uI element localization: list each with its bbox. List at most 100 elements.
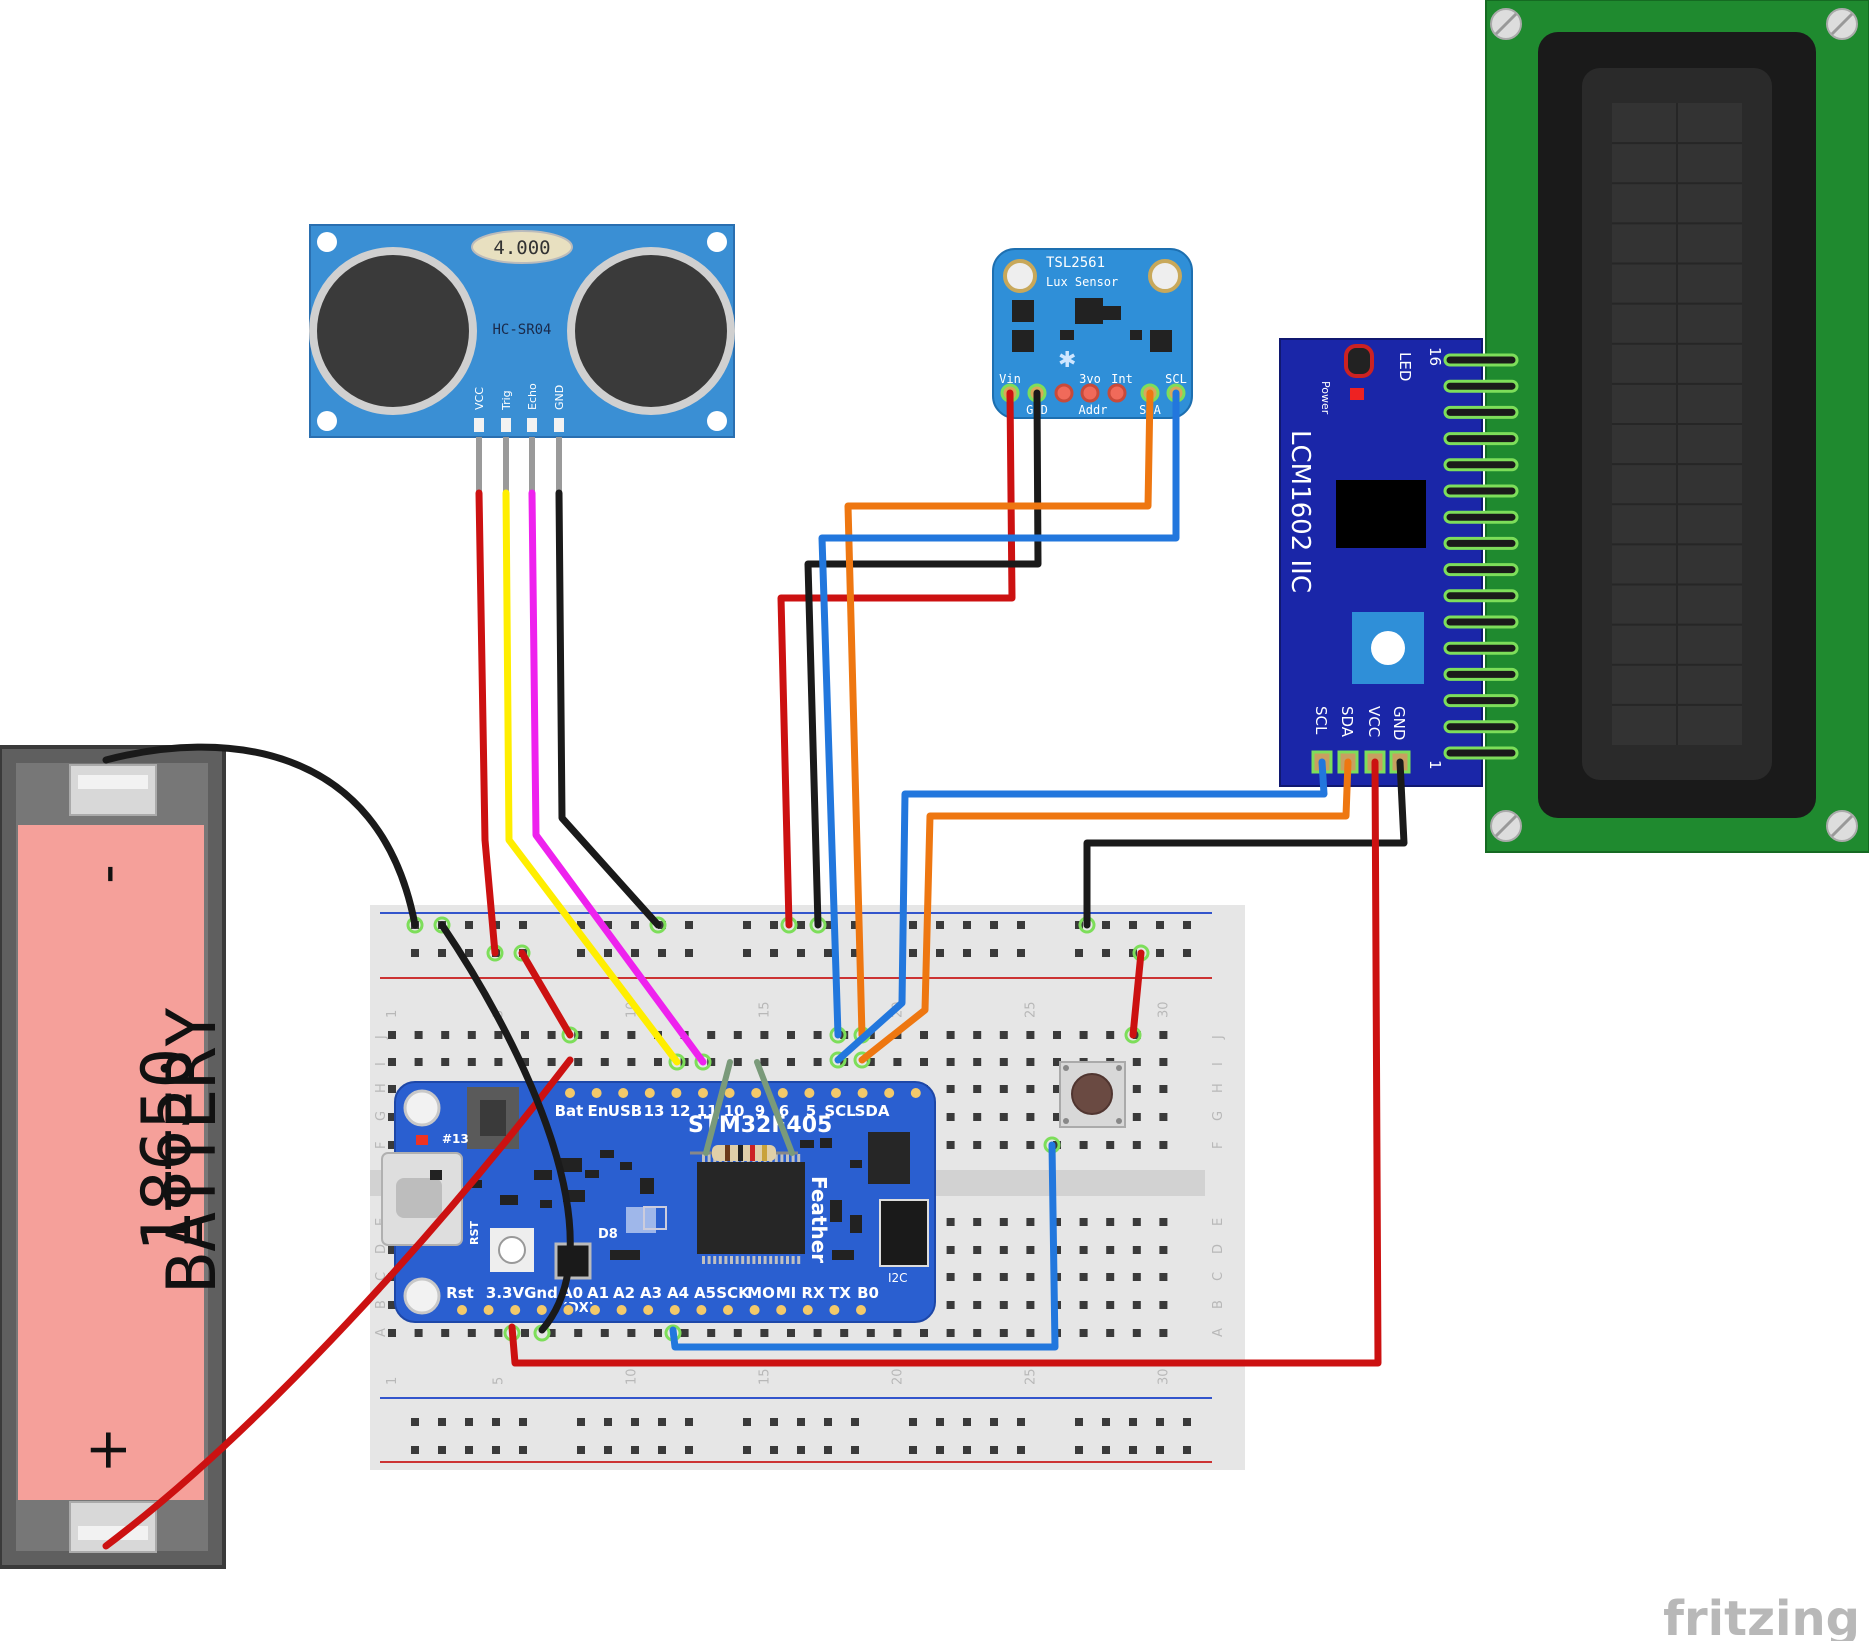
breadboard-hole (946, 1141, 955, 1149)
hcsr04-pin (503, 437, 509, 493)
breadboard-hole (813, 1329, 822, 1337)
breadboard-hole (1159, 1058, 1168, 1066)
breadboard-hole (388, 1329, 396, 1337)
wire-lcd-scl (834, 758, 1328, 1064)
breadboard-hole (1053, 1031, 1061, 1039)
chip-pin (758, 1256, 761, 1264)
hcsr04-pin-label: GND (553, 385, 566, 410)
rail-hole (1183, 1418, 1191, 1426)
row-letter: A (1211, 1328, 1226, 1337)
chip-pin (724, 1256, 728, 1264)
lcd-header-pin (1443, 405, 1519, 419)
breadboard-hole (973, 1246, 982, 1254)
breadboard-hole (1079, 1141, 1088, 1149)
smd-component (800, 1140, 814, 1148)
rail-hole (604, 949, 612, 957)
chip-pin (746, 1256, 750, 1264)
hcsr04-pin-pad (501, 418, 511, 432)
battery-label-2: BATTERY (153, 1007, 232, 1294)
row-letter: I (1211, 1062, 1226, 1066)
breadboard-hole (467, 1058, 476, 1066)
fritzing-watermark: fritzing (1663, 1591, 1860, 1641)
breadboard-hole (920, 1329, 928, 1337)
hcsr04-pin-label: Echo (526, 383, 539, 410)
wire-grey-1 (703, 1059, 733, 1156)
breadboard-hole (1132, 1273, 1141, 1281)
header-pad (561, 1303, 576, 1317)
chip-pin (786, 1256, 789, 1264)
breadboard-hole (1132, 1218, 1141, 1226)
breadboard-hole (521, 1058, 529, 1066)
rail-hole (604, 1418, 612, 1426)
breadboard-hole (946, 1301, 955, 1309)
rail-hole (1017, 921, 1025, 929)
backpack-pin-label: SCL (1312, 706, 1330, 735)
row-letter: J (374, 1035, 389, 1040)
breadboard-hole (1159, 1301, 1168, 1309)
i2c-label: I2C (888, 1271, 908, 1285)
lcd-header-pin (1443, 379, 1519, 393)
row-letter: B (374, 1300, 389, 1309)
rail-hole (438, 949, 446, 957)
rail-hole (1017, 949, 1025, 957)
battery-label-1: 18650 (128, 1048, 207, 1253)
rail-hole (824, 1446, 832, 1454)
breadboard-hole (414, 1058, 423, 1066)
breadboard-hole (494, 1031, 503, 1039)
breadboard-hole (973, 1113, 982, 1121)
rail-hole (658, 1418, 666, 1426)
feather-pin-label: SCL (824, 1102, 856, 1120)
connected-hole (433, 916, 451, 934)
feather-pin-label: A2 (613, 1284, 635, 1302)
rail-hole (797, 949, 805, 957)
rail-hole (1129, 921, 1137, 929)
breadboard-hole (973, 1141, 982, 1149)
hcsr04-pin-pad (474, 418, 484, 432)
breadboard-hole (707, 1031, 716, 1039)
rail-hole (519, 1446, 527, 1454)
chip-pin (735, 1256, 739, 1264)
rail-hole (963, 1446, 971, 1454)
wire-grey-2 (754, 1059, 795, 1156)
feather-pin-label: 5 (806, 1102, 816, 1120)
rail-hole (743, 949, 751, 957)
row-letter: F (1211, 1142, 1226, 1149)
rail-hole (1156, 921, 1164, 929)
breadboard-hole (1026, 1246, 1035, 1254)
header-pad (854, 1303, 868, 1317)
feather-pin-label: MI (776, 1284, 797, 1302)
tsl-pin-label: Int (1111, 372, 1133, 386)
smd-component (560, 1158, 582, 1172)
mount-hole (403, 1277, 441, 1315)
breadboard-hole (1132, 1329, 1141, 1337)
battery-cell (18, 825, 204, 1500)
feather-pin-label: SCK (716, 1284, 751, 1302)
breadboard-hole (388, 1301, 396, 1309)
rail-hole (1102, 1446, 1110, 1454)
smd-component (534, 1170, 552, 1180)
tsl-pin-label: SCL (1165, 372, 1187, 386)
lcd-header-pin (1443, 536, 1519, 550)
breadboard-hole (973, 1085, 982, 1093)
chip-pin (763, 1256, 767, 1264)
lcd-header-pin (1443, 615, 1519, 629)
header-pad (534, 1303, 549, 1317)
feather-pin-label: A4 (667, 1284, 689, 1302)
rail-hole (658, 949, 666, 957)
breadboard-hole (1026, 1301, 1035, 1309)
column-number: 20 (890, 1368, 905, 1385)
rail-hole (465, 921, 473, 929)
breadboard-hole (733, 1329, 742, 1337)
breadboard-hole (1159, 1141, 1168, 1149)
breadboard-hole (1053, 1218, 1061, 1226)
header-pad (642, 1086, 657, 1100)
lcd-header-pin (1443, 432, 1519, 446)
header-pad (749, 1086, 764, 1100)
rail-hole (909, 949, 917, 957)
lcd-header-pin (1443, 563, 1519, 577)
tsl-title: TSL2561 (1046, 255, 1105, 271)
feather-pin-label: SDA (855, 1102, 890, 1120)
breadboard-hole (1079, 1273, 1088, 1281)
breadboard-hole (441, 1058, 450, 1066)
connected-hole (668, 1053, 686, 1071)
